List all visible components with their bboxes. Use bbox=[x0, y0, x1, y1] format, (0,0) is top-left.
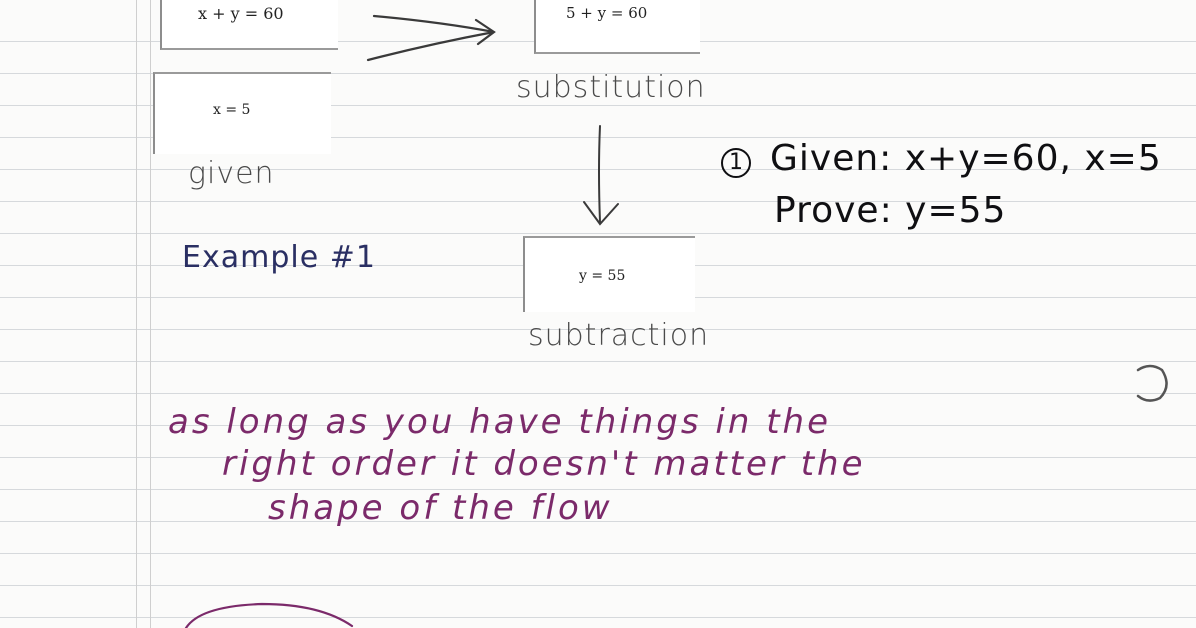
example-title: Example #1 bbox=[182, 240, 376, 275]
statement-result: y = 55 bbox=[579, 268, 626, 284]
statement-substitution: 5 + y = 60 bbox=[566, 4, 648, 22]
given-statement: Given: x+y=60, x=5 bbox=[770, 138, 1162, 179]
margin-line-inner bbox=[150, 0, 151, 628]
oval-doodle-icon bbox=[184, 602, 354, 628]
margin-line bbox=[136, 0, 137, 628]
arrow-down-icon bbox=[583, 125, 619, 226]
statement-box-sum: x + y = 60 bbox=[160, 0, 338, 50]
reason-subtraction: subtraction bbox=[528, 318, 710, 353]
reason-given: given bbox=[188, 156, 275, 191]
problem-number: 1 bbox=[721, 148, 751, 178]
statement-box-result: y = 55 bbox=[523, 236, 695, 312]
prove-statement: Prove: y=55 bbox=[774, 190, 1007, 231]
statement-box-given: x = 5 bbox=[153, 72, 331, 154]
note-line-3: shape of the flow bbox=[268, 488, 613, 528]
arrow-right-icon bbox=[366, 14, 496, 62]
note-line-2: right order it doesn't matter the bbox=[222, 444, 866, 484]
reason-substitution: substitution bbox=[516, 70, 706, 105]
punch-hole-icon bbox=[1136, 364, 1168, 402]
statement-given: x = 5 bbox=[213, 102, 251, 118]
note-line-1: as long as you have things in the bbox=[168, 402, 831, 442]
statement-box-substitution: 5 + y = 60 bbox=[534, 0, 700, 54]
statement-sum: x + y = 60 bbox=[198, 4, 284, 23]
